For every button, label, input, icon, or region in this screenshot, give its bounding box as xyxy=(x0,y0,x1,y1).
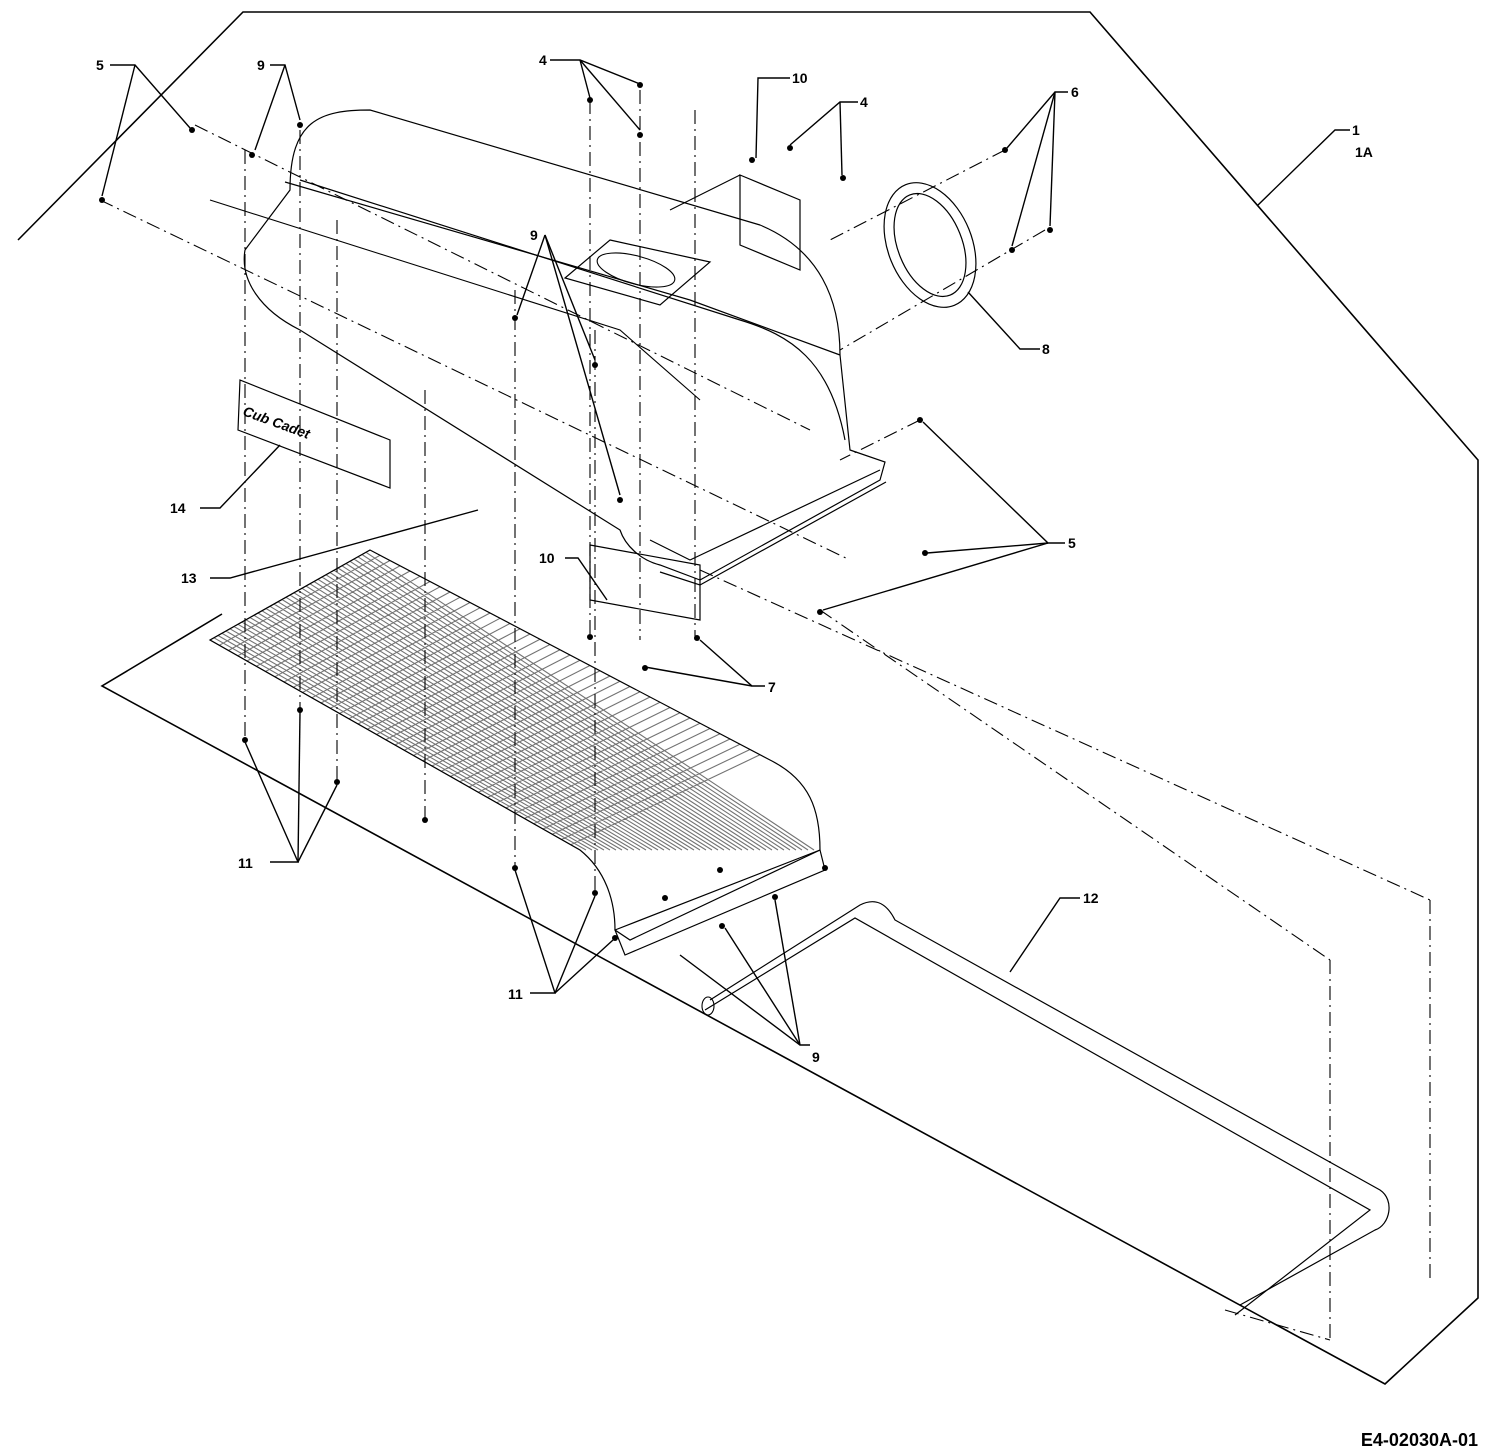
chute-housing xyxy=(209,109,887,586)
callout-9-lower: 9 xyxy=(812,1049,820,1065)
centerlines xyxy=(99,90,1431,1341)
callout-9-upper-left: 9 xyxy=(257,57,265,73)
callout-1: 1 xyxy=(1352,122,1360,138)
hardware xyxy=(99,82,1053,941)
callout-5-right: 5 xyxy=(1068,535,1076,551)
callout-9-center: 9 xyxy=(530,227,538,243)
callout-7: 7 xyxy=(768,679,776,695)
callout-1a: 1A xyxy=(1355,144,1373,160)
figure-id: E4-02030A-01 xyxy=(1361,1430,1478,1450)
callout-10-upper: 10 xyxy=(792,70,808,86)
logo-decal: Cub Cadet xyxy=(237,379,391,489)
callout-4-top: 4 xyxy=(539,52,547,68)
gasket-ring xyxy=(883,182,977,308)
callout-5-upper-left: 5 xyxy=(96,57,104,73)
callout-8: 8 xyxy=(1042,341,1050,357)
leader-lines xyxy=(101,59,1350,1046)
callout-11-center: 11 xyxy=(508,986,523,1002)
callout-labels: 5 9 4 10 4 6 1 1A 9 8 5 10 7 14 13 11 11… xyxy=(96,52,1373,1065)
callout-10-lower: 10 xyxy=(539,550,555,566)
assembly-boundary xyxy=(17,11,1479,1385)
mesh-screen xyxy=(208,549,826,956)
callout-13: 13 xyxy=(181,570,197,586)
callout-6: 6 xyxy=(1071,84,1079,100)
callout-4-right: 4 xyxy=(860,94,868,110)
rod-assembly xyxy=(701,901,1390,1316)
logo-text: Cub Cadet xyxy=(241,403,314,442)
callout-12: 12 xyxy=(1083,890,1099,906)
callout-14: 14 xyxy=(170,500,186,516)
callout-11-left: 11 xyxy=(238,855,253,871)
